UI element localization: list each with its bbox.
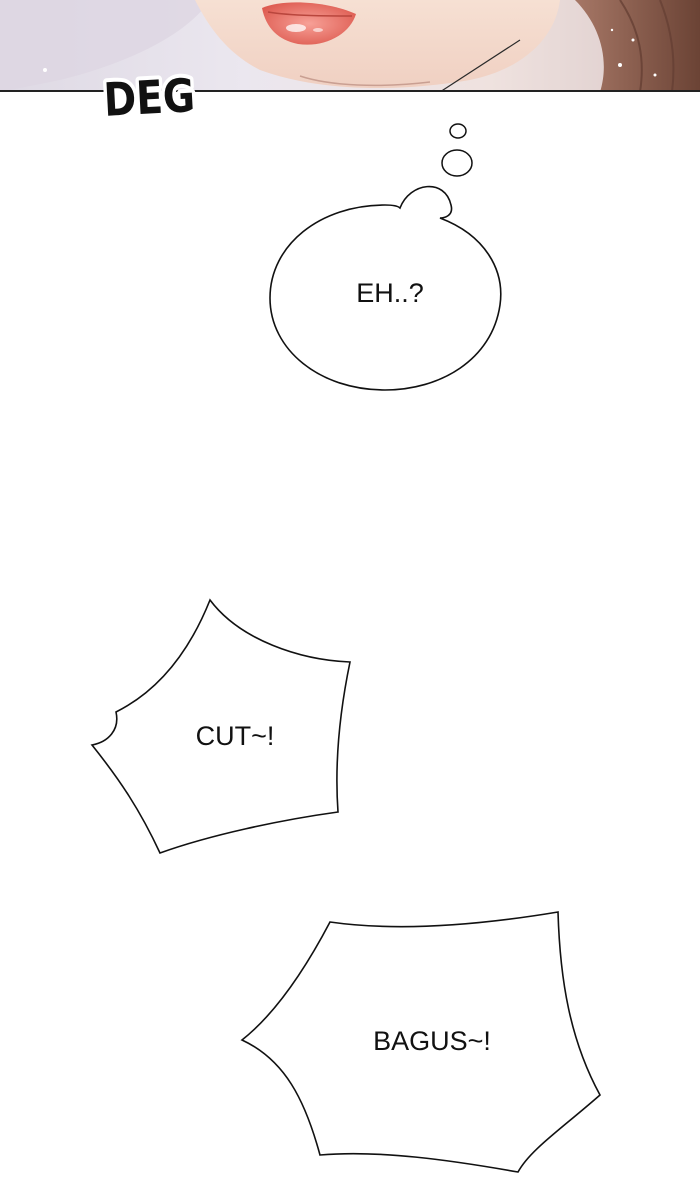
panel-border (0, 90, 700, 92)
panel-art (0, 0, 700, 92)
sfx-text: DEG (102, 69, 196, 128)
shout-bubble-bagus (240, 911, 602, 1173)
sfx-outline: DEG (102, 69, 196, 128)
top-panel-illustration (0, 0, 700, 92)
thought-dot-small (449, 123, 467, 139)
thought-dot-medium (441, 149, 473, 177)
thought-text: EH..? (356, 278, 424, 308)
thought-bubble (269, 185, 502, 391)
shout-text-cut: CUT~! (195, 721, 275, 751)
shout-bubble-cut (90, 598, 351, 855)
sound-effect-deg: DEG DEG (99, 62, 200, 131)
shout-text-bagus: BAGUS~! (373, 1026, 491, 1056)
